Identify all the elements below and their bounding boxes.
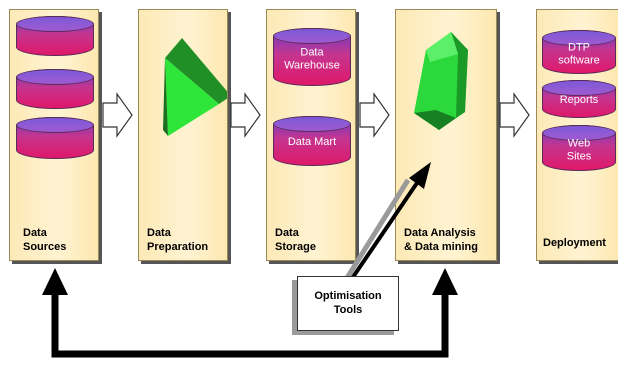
tools-arrow-shadow [339, 178, 411, 288]
source-cylinder-2 [16, 69, 94, 109]
store-label: Data Warehouse [284, 46, 340, 72]
output-label: DTP software [558, 41, 600, 67]
preparation-prism-icon [163, 38, 227, 136]
output-label: Web Sites [566, 137, 592, 163]
feedback-arrowhead-left [42, 268, 68, 295]
data-warehouse-cylinder: Data Warehouse [273, 28, 351, 86]
reports-cylinder: Reports [542, 80, 616, 118]
stage-label: Data Analysis & Data mining [404, 227, 478, 253]
flow-arrow-1 [102, 92, 133, 138]
flow-arrow-4 [499, 92, 530, 138]
stage-label: Data Preparation [147, 227, 209, 253]
tools-arrowhead [409, 162, 431, 189]
stage-data-storage: Data Warehouse Data Mart Data Storage [266, 9, 356, 261]
stage-deployment: DTP software Reports Web Sites Deploymen… [536, 9, 618, 261]
stage-label: Data Storage [275, 227, 316, 253]
web-sites-cylinder: Web Sites [542, 125, 616, 171]
analysis-crystal-icon [414, 32, 468, 130]
flow-arrow-3 [359, 92, 390, 138]
stage-data-analysis: Data Analysis & Data mining [395, 9, 497, 261]
optimisation-tools-box: Optimisation Tools [297, 276, 399, 331]
stage-label: Data Sources [23, 227, 67, 253]
source-cylinder-1 [16, 16, 94, 56]
data-mart-cylinder: Data Mart [273, 116, 351, 166]
stage-data-preparation: Data Preparation [138, 9, 228, 261]
store-label: Data Mart [287, 135, 337, 148]
output-label: Reports [559, 93, 599, 106]
tools-arrow-line [349, 178, 421, 282]
feedback-arrowhead-right [432, 268, 458, 295]
stage-data-sources: Data Sources [9, 9, 99, 261]
stage-label: Deployment [543, 237, 606, 249]
source-cylinder-3 [16, 117, 94, 159]
optimisation-tools-label: Optimisation Tools [314, 290, 382, 316]
flow-arrow-2 [230, 92, 261, 138]
dtp-software-cylinder: DTP software [542, 30, 616, 74]
feedback-loop [51, 292, 449, 358]
